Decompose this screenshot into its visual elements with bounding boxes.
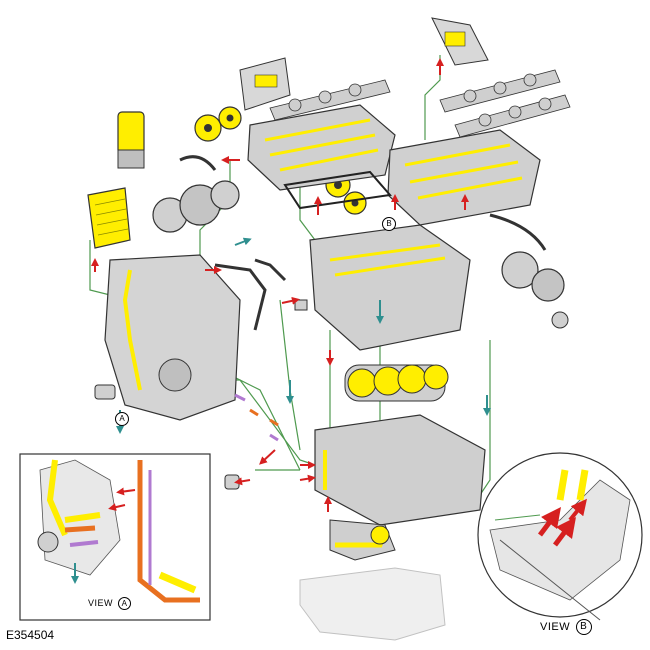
drain-flow-markers (234, 393, 279, 442)
view-a-letter: A (118, 597, 132, 610)
cylinder-block (309, 224, 471, 351)
engine-front-cover (104, 254, 241, 421)
oil-pressure-sensor (94, 384, 116, 400)
view-a-label: VIEW A (88, 597, 132, 610)
callout-b: B (382, 217, 396, 231)
view-b-inset (477, 452, 643, 621)
turbocharger-left (152, 155, 240, 233)
camshaft-right-upper (439, 69, 561, 113)
view-a-prefix: VIEW (88, 597, 114, 608)
oil-filter (117, 111, 145, 169)
left-cylinder-head (247, 104, 396, 191)
lower-crankcase (314, 414, 486, 526)
oil-cooler (87, 187, 131, 249)
view-b-prefix: VIEW (540, 620, 571, 633)
vct-unit-2 (218, 106, 242, 130)
view-b-label: VIEW B (540, 619, 592, 635)
camshaft-left (269, 79, 391, 121)
oil-pump (329, 519, 396, 561)
crankshaft (344, 364, 449, 402)
oil-pressure-switch (224, 474, 240, 490)
left-cam-carrier (239, 57, 291, 111)
turbo-oil-feed-tube (214, 258, 287, 331)
right-cylinder-head (387, 129, 541, 226)
oil-pan (299, 567, 446, 641)
view-b-letter: B (575, 619, 592, 635)
turbocharger-right (489, 213, 569, 329)
view-a-inset (19, 453, 211, 621)
callout-a: A (115, 412, 129, 426)
camshaft-right-lower (454, 94, 571, 138)
piston-cooling-jet (294, 299, 308, 311)
head-gasket (283, 170, 392, 210)
vct-unit-4 (343, 191, 367, 215)
oil-flow-arrows (91, 58, 469, 512)
vct-unit-1 (194, 114, 222, 142)
figure-id: E354504 (6, 628, 55, 642)
right-cam-carrier (431, 17, 489, 66)
